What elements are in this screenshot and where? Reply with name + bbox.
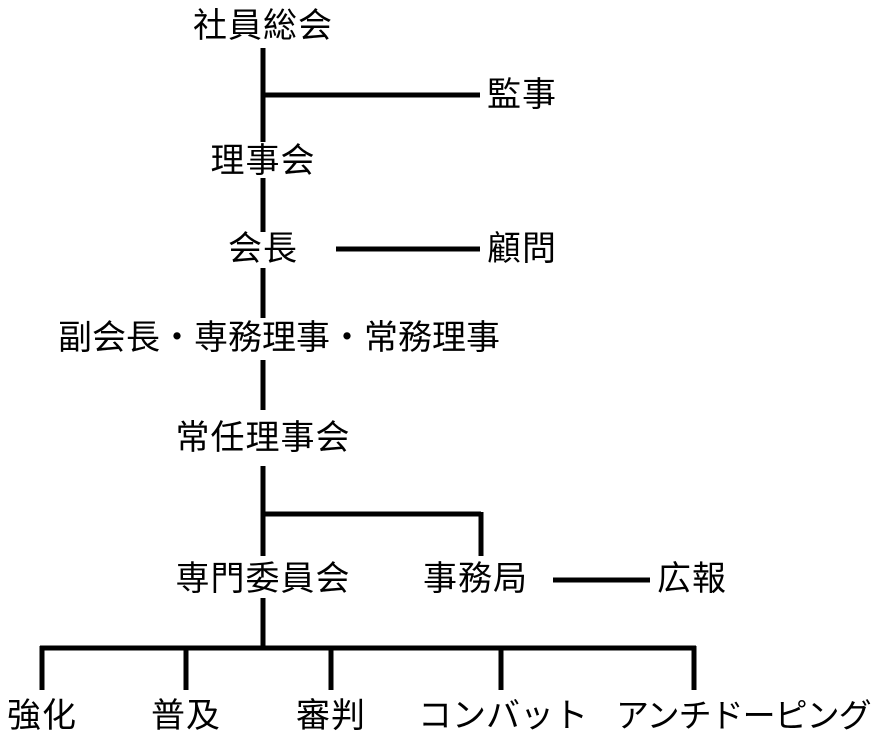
node-general-assembly: 社員総会 [193,6,333,46]
subcommittee-promotion: 普及 [151,696,221,736]
node-committees: 専門委員会 [175,559,351,599]
node-president: 会長 [228,229,298,269]
node-secretariat: 事務局 [423,559,528,599]
node-pr: 広報 [657,559,727,599]
node-board: 理事会 [210,141,316,181]
node-advisor: 顧問 [487,229,557,269]
node-executives: 副会長・専務理事・常務理事 [58,318,500,358]
subcommittee-strengthening: 強化 [7,696,77,736]
subcommittee-refereeing: 審判 [296,696,366,736]
node-auditor: 監事 [487,75,557,115]
subcommittee-anti-doping: アンチドーピング [616,696,872,735]
subcommittee-combat: コンバット [418,696,588,736]
node-standing-board: 常任理事会 [175,418,351,458]
